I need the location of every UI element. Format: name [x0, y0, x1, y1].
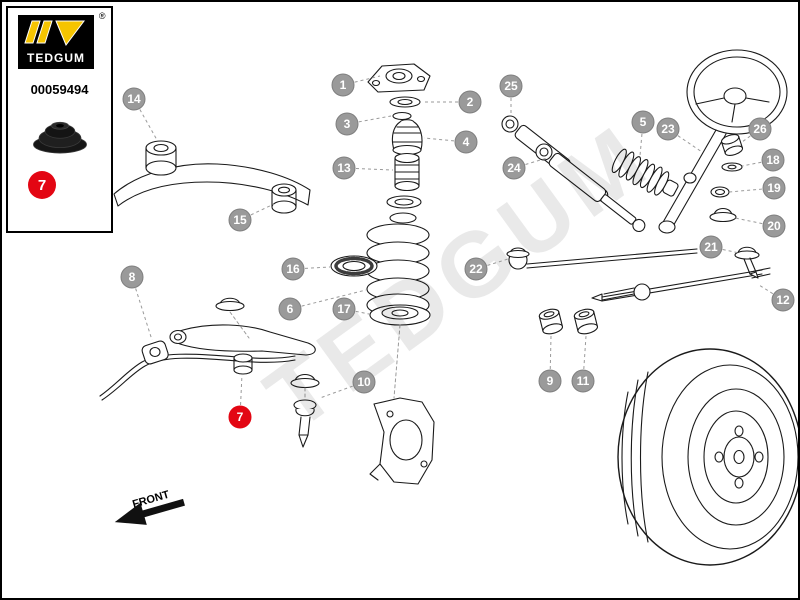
tedgum-logo: TEDGUM ®	[17, 11, 106, 74]
callout-11: 11	[571, 369, 595, 393]
front-arrow: FRONT	[114, 489, 185, 525]
svg-text:11: 11	[577, 374, 590, 388]
watermark: TEDGUM	[248, 104, 669, 449]
svg-text:26: 26	[753, 122, 767, 136]
svg-text:25: 25	[504, 79, 518, 93]
shock-absorber-art	[501, 115, 646, 233]
subframe-art	[113, 140, 311, 214]
callout-16: 16	[281, 257, 305, 281]
callout-20: 20	[762, 214, 786, 238]
callout-13: 13	[332, 156, 356, 180]
callout-21: 21	[699, 235, 723, 259]
callout-6: 6	[278, 297, 302, 321]
ball-joint-art	[290, 373, 320, 448]
svg-text:18: 18	[766, 153, 780, 167]
callout-3: 3	[335, 112, 359, 136]
knuckle-art	[369, 397, 435, 485]
svg-text:7: 7	[237, 410, 244, 424]
callout-26: 26	[748, 117, 772, 141]
svg-text:12: 12	[776, 293, 790, 307]
part-infobox: TEDGUM ® 00059494 7	[6, 6, 113, 233]
coil-spring-art	[330, 223, 431, 399]
callout-14: 14	[122, 87, 146, 111]
part-number: 00059494	[30, 82, 89, 97]
svg-text:6: 6	[287, 302, 294, 316]
callout-7: 7	[228, 405, 252, 429]
callout-2: 2	[458, 90, 482, 114]
svg-text:20: 20	[767, 219, 781, 233]
strut-mount-art	[367, 63, 431, 224]
callout-10: 10	[352, 370, 376, 394]
part-photo	[32, 121, 87, 154]
svg-text:17: 17	[337, 302, 351, 316]
svg-text:1: 1	[340, 78, 347, 92]
svg-text:15: 15	[233, 213, 247, 227]
svg-text:2: 2	[467, 95, 474, 109]
svg-text:13: 13	[337, 161, 351, 175]
callout-4: 4	[454, 130, 478, 154]
registered-mark: ®	[98, 11, 106, 21]
callout-15: 15	[228, 208, 252, 232]
svg-text:24: 24	[507, 161, 521, 175]
callout-8: 8	[120, 265, 144, 289]
control-arm-art	[169, 297, 316, 375]
callout-24: 24	[502, 156, 526, 180]
svg-text:10: 10	[357, 375, 371, 389]
callout-18: 18	[761, 148, 785, 172]
svg-text:3: 3	[344, 117, 351, 131]
callout-23: 23	[656, 117, 680, 141]
callout-19: 19	[762, 176, 786, 200]
svg-text:21: 21	[704, 240, 718, 254]
steering-bellows-art	[611, 148, 679, 197]
steering-wheel-art	[658, 49, 788, 234]
tie-rod-art	[506, 246, 771, 302]
svg-text:8: 8	[129, 270, 136, 284]
callout-25: 25	[499, 74, 523, 98]
svg-text:14: 14	[127, 92, 141, 106]
bushings-art	[538, 308, 599, 335]
callout-17: 17	[332, 297, 356, 321]
highlight-badge: 7	[28, 171, 56, 199]
callout-1: 1	[331, 73, 355, 97]
svg-text:5: 5	[640, 115, 647, 129]
wheel-art	[617, 348, 798, 566]
small-parts-art	[709, 134, 744, 223]
svg-text:9: 9	[547, 374, 554, 388]
callout-12: 12	[771, 288, 795, 312]
svg-text:23: 23	[661, 122, 675, 136]
svg-text:22: 22	[469, 262, 483, 276]
svg-text:4: 4	[463, 135, 470, 149]
callout-22: 22	[464, 257, 488, 281]
brand-name: TEDGUM	[27, 51, 85, 65]
callout-5: 5	[631, 110, 655, 134]
callout-9: 9	[538, 369, 562, 393]
svg-text:16: 16	[286, 262, 300, 276]
svg-text:19: 19	[767, 181, 781, 195]
tedgum-logo-icon: TEDGUM	[17, 15, 94, 69]
stabilizer-bar-art	[99, 340, 296, 401]
